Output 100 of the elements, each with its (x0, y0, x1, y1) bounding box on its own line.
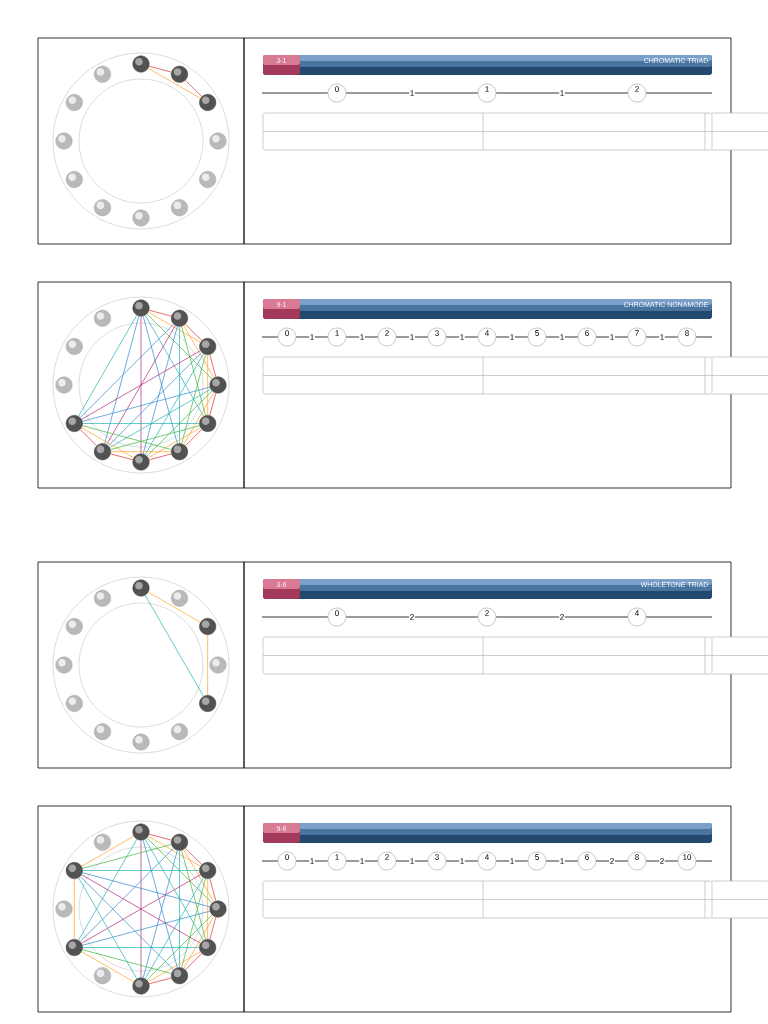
chord-line (144, 877, 204, 980)
ball (171, 967, 188, 985)
chord-line (82, 425, 172, 450)
chord-line (147, 67, 201, 99)
chord-line (140, 316, 142, 454)
ball (94, 967, 111, 985)
panel-frame (37, 37, 245, 245)
number-line (445, 336, 479, 338)
ball (55, 656, 73, 674)
chord-line (142, 839, 178, 968)
chord-line (73, 878, 75, 940)
chord-line (144, 353, 204, 456)
chord-line (207, 634, 209, 696)
chord-line (144, 314, 204, 417)
chord-line (183, 391, 215, 445)
number-line (261, 92, 329, 94)
ball (209, 132, 227, 150)
number-line (545, 336, 579, 338)
number-line (261, 336, 279, 338)
number-line (345, 336, 379, 338)
chord-line (179, 326, 180, 444)
chord-line (142, 315, 178, 444)
number-line (395, 336, 429, 338)
chord-line (108, 352, 203, 447)
ball (65, 939, 83, 956)
ball (65, 618, 83, 635)
panel-frame (37, 805, 245, 1013)
ball (65, 415, 83, 432)
number-line (645, 860, 679, 862)
chord-line (148, 65, 172, 73)
chord-line (146, 837, 213, 904)
ball (132, 453, 150, 471)
ball (132, 579, 150, 597)
ball (94, 833, 111, 851)
chord-line (185, 429, 203, 447)
number-line (261, 616, 329, 618)
ball (199, 939, 217, 956)
chord-line (147, 427, 201, 459)
chord-line (82, 910, 211, 946)
number-line (295, 336, 329, 338)
ball (94, 309, 111, 327)
chord-line (82, 870, 200, 871)
ball (209, 656, 227, 674)
ball (94, 199, 111, 217)
ball (65, 695, 83, 712)
chord-line (181, 878, 206, 968)
chord-line (144, 838, 204, 941)
panel-frame (243, 37, 732, 245)
chord-line (148, 833, 172, 841)
chord-line (179, 850, 180, 968)
chord-line (147, 591, 201, 623)
chord-line (110, 453, 134, 461)
chord-line (109, 388, 212, 448)
ball (55, 900, 73, 918)
chord-line (209, 878, 217, 902)
chord-line (78, 314, 138, 417)
chord-line (181, 850, 206, 940)
chord-line (78, 838, 138, 941)
ball (65, 338, 83, 355)
chord-line (140, 840, 142, 978)
chord-line (110, 425, 200, 450)
ball (171, 589, 188, 607)
chord-line (82, 872, 211, 908)
ball (171, 443, 188, 461)
number-line (595, 336, 629, 338)
number-line (345, 860, 379, 862)
ball (65, 94, 83, 111)
chord-line (104, 315, 140, 444)
ball (55, 132, 73, 150)
panel-frame (37, 561, 245, 769)
panel-frame (243, 561, 732, 769)
chord-line (147, 951, 201, 983)
chord-line (185, 953, 203, 971)
number-line (645, 92, 713, 94)
chord-line (183, 915, 215, 969)
ball (209, 376, 227, 394)
ball (55, 376, 73, 394)
ball (199, 94, 217, 111)
ball (171, 833, 188, 851)
ball (94, 589, 111, 607)
ball (132, 209, 150, 227)
chord-line (148, 977, 172, 985)
chord-line (110, 451, 172, 453)
number-line (495, 92, 629, 94)
number-line (695, 336, 713, 338)
ball (94, 723, 111, 741)
chord-line (146, 390, 213, 457)
chord-line (183, 325, 215, 379)
chord-line (142, 850, 178, 979)
chord-line (144, 594, 204, 697)
ball (65, 862, 83, 879)
ball (65, 171, 83, 188)
chord-line (82, 947, 200, 948)
number-line (695, 860, 713, 862)
ball (94, 65, 111, 83)
chord-line (82, 844, 172, 869)
number-line (395, 860, 429, 862)
panel-frame (243, 805, 732, 1013)
chord-line (146, 914, 213, 981)
chord-line (185, 79, 203, 97)
